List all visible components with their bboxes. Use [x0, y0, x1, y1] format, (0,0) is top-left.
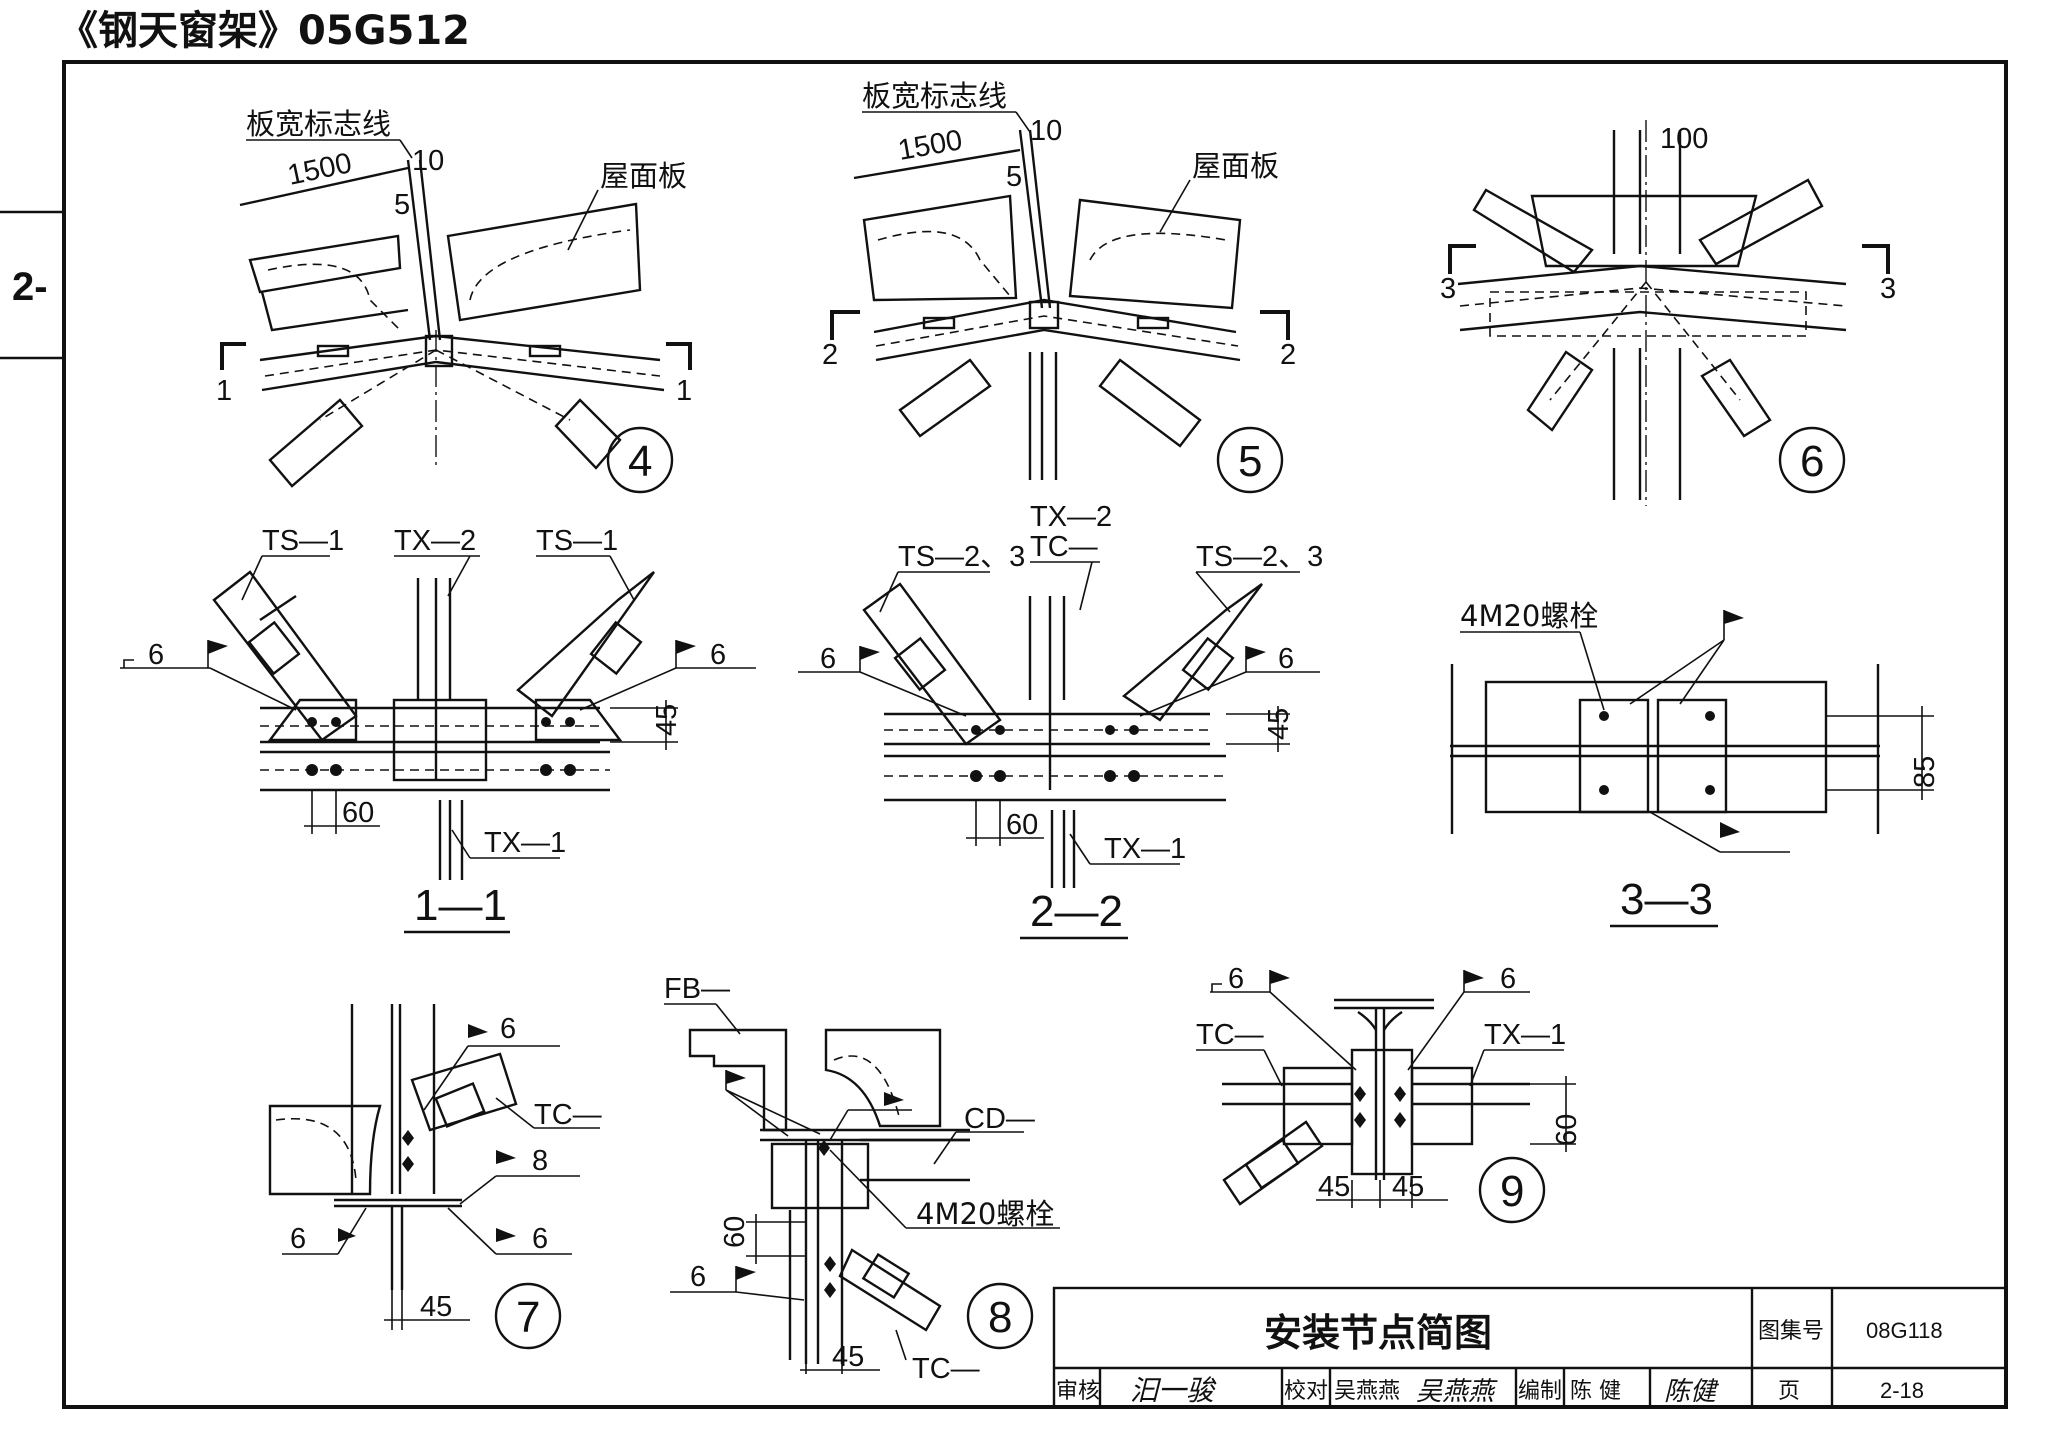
section-mark-3-right: 3	[1880, 273, 1896, 305]
dim-10: 10	[412, 145, 444, 177]
roof-panel-label: 屋面板	[600, 159, 687, 193]
detail-9: 6 6 TC— TX—1 60 45 45 9	[1196, 963, 1583, 1224]
detail-5-circle	[1216, 426, 1284, 494]
tx-bottom-label: TX—1	[484, 827, 566, 859]
weld-left: 6	[148, 639, 164, 671]
title-block-title: 安装节点简图	[1264, 1311, 1492, 1355]
check-label: 校对	[1284, 1379, 1328, 1404]
section-mark-2-left: 2	[822, 339, 838, 371]
dim-line-1500	[239, 166, 409, 207]
detail-9-circle	[1478, 1156, 1546, 1224]
detail-8-number: 8	[988, 1293, 1012, 1342]
dim-60: 60	[342, 797, 374, 829]
weld-6a: 6	[500, 1013, 516, 1045]
detail-6: 100 3 3 6	[1440, 120, 1896, 506]
bolts-label: 4M20螺栓	[916, 1197, 1054, 1231]
detail-4-number: 4	[628, 437, 652, 486]
dim-60: 60	[719, 1216, 751, 1248]
ts-left-label: TS—1	[262, 525, 344, 557]
detail-6-number: 6	[1800, 437, 1824, 486]
weld-6: 6	[690, 1261, 706, 1293]
width-line-label: 板宽标志线	[246, 107, 391, 141]
tc-label: TC—	[912, 1353, 980, 1385]
tc-label: TC—	[1196, 1019, 1264, 1051]
atlas-no-label: 图集号	[1758, 1319, 1824, 1344]
dim-45: 45	[420, 1291, 452, 1323]
detail-7: 6 TC— 8 6 6 45 7	[268, 1004, 602, 1350]
dim-60: 60	[1006, 809, 1038, 841]
draw-signature: 陈健	[1664, 1377, 1720, 1407]
detail-8: FB— CD— 4M20螺栓 60 6 45 TC—	[664, 973, 1060, 1385]
page-label: 页	[1778, 1379, 1800, 1404]
section-1-1-name: 1—1	[414, 881, 507, 930]
section-2-2: TX—2 TC— TS—2、3 TS—2、3 TX—1 6	[798, 501, 1323, 940]
section-3-3-name: 3—3	[1620, 875, 1713, 924]
weld-left: 6	[820, 643, 836, 675]
detail-5: 1500 板宽标志线 10 5 屋面板 2 2 5	[822, 79, 1296, 494]
draw-name: 陈 健	[1570, 1379, 1621, 1404]
tc-top-label: TC—	[1030, 531, 1098, 563]
detail-6-circle	[1778, 426, 1846, 494]
weld-right: 6	[1278, 643, 1294, 675]
cd-label: CD—	[964, 1103, 1035, 1135]
ts-right-label: TS—1	[536, 525, 618, 557]
tx-top-label: TX—2	[1030, 501, 1112, 533]
detail-5-number: 5	[1238, 437, 1262, 486]
weld-right: 6	[1500, 963, 1516, 995]
check-signature: 吴燕燕	[1416, 1377, 1498, 1407]
page-marker: 2-	[12, 265, 48, 309]
weld-8: 8	[532, 1145, 548, 1177]
dim-45: 45	[832, 1341, 864, 1373]
detail-8-circle	[966, 1282, 1034, 1350]
section-3-3: 4M20螺栓 85 3—3	[1450, 599, 1941, 928]
roof-panel-label: 屋面板	[1192, 149, 1279, 183]
dim-45a: 45	[1318, 1171, 1350, 1203]
page-number: 2-18	[1880, 1378, 1924, 1403]
tx-label: TX—1	[1484, 1019, 1566, 1051]
dim-45: 45	[1263, 708, 1295, 740]
title-block: 安装节点简图 图集号 08G118 审核 汩一骏 校对 吴燕燕 吴燕燕 编制 陈…	[1052, 1286, 2008, 1409]
dim-10: 10	[1030, 115, 1062, 147]
dim-45b: 45	[1392, 1171, 1424, 1203]
section-mark-1-left: 1	[216, 375, 232, 407]
dim-60: 60	[1551, 1114, 1583, 1146]
detail-7-number: 7	[516, 1293, 540, 1342]
section-2-2-name: 2—2	[1030, 887, 1123, 936]
review-signature: 汩一骏	[1130, 1374, 1217, 1407]
weld-6b: 6	[290, 1223, 306, 1255]
dim-100: 100	[1660, 123, 1708, 155]
dim-5: 5	[1006, 161, 1022, 193]
draw-label: 编制	[1518, 1379, 1562, 1404]
section-mark-3-left: 3	[1440, 273, 1456, 305]
width-line-label: 板宽标志线	[862, 79, 1007, 113]
detail-4-circle	[606, 426, 674, 494]
ts-left-label: TS—2、3	[898, 541, 1025, 573]
dim-1500: 1500	[285, 147, 355, 192]
detail-7-circle	[494, 1282, 562, 1350]
detail-4: 1500 板宽标志线 10 5 屋面板 1 1 4	[216, 107, 692, 494]
atlas-no-value: 08G118	[1866, 1318, 1943, 1343]
tc-label: TC—	[534, 1099, 602, 1131]
ts-right-label: TS—2、3	[1196, 541, 1323, 573]
section-mark-2-right: 2	[1280, 339, 1296, 371]
check-name: 吴燕燕	[1334, 1379, 1400, 1404]
weld-right: 6	[710, 639, 726, 671]
tx-top-label: TX—2	[394, 525, 476, 557]
weld-6c: 6	[532, 1223, 548, 1255]
bolts-label: 4M20螺栓	[1460, 599, 1598, 633]
section-1-1: TS—1 TX—2 TS—1 TX—1	[120, 525, 756, 934]
dim-85: 85	[1909, 756, 1941, 788]
section-mark-1-right: 1	[676, 375, 692, 407]
dim-5: 5	[394, 189, 410, 221]
weld-left: 6	[1228, 963, 1244, 995]
atlas-header-title: 《钢天窗架》05G512	[58, 8, 470, 54]
tx-bottom-label: TX—1	[1104, 833, 1186, 865]
detail-9-number: 9	[1500, 1167, 1524, 1216]
drawing-frame	[62, 60, 2008, 1409]
review-label: 审核	[1056, 1379, 1100, 1404]
dim-45: 45	[651, 704, 683, 736]
fb-label: FB—	[664, 973, 730, 1005]
